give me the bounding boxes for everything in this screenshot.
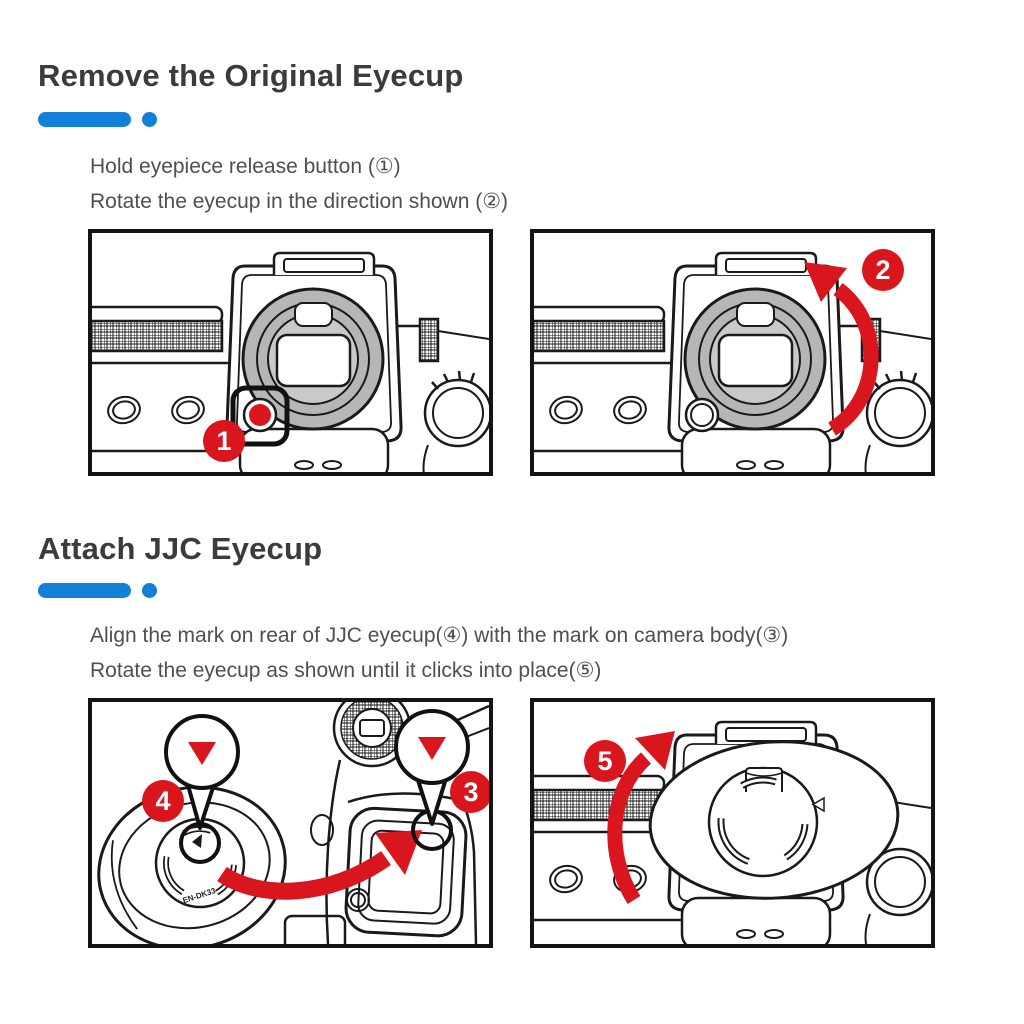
step-badge-3: 3 [450,771,489,813]
jjc-eyecup-attached-icon [648,740,900,900]
eyecup-attached-illustration [534,720,931,944]
body-mark-callout [394,709,470,826]
step-badge-2: 2 [862,249,904,291]
figure-step-3-4-align-marks: EN-DK33 4 3 [88,698,493,948]
release-button-highlight-box [230,385,290,447]
section-title-remove: Remove the Original Eyecup [38,58,464,93]
accent-dot [142,583,157,598]
accent-divider [38,583,157,598]
instruction-line: Align the mark on rear of JJC eyecup(④) … [90,624,789,647]
figure-step-2-rotate-eyecup: 2 [530,229,935,476]
callout-triangle-icon [418,737,446,760]
eyecup-mark-callout [164,714,240,830]
step-badge-1: 1 [203,420,245,462]
camera-back-illustration [534,251,931,472]
section-title-attach: Attach JJC Eyecup [38,531,323,566]
accent-dot [142,112,157,127]
step-badge-5: 5 [584,740,626,782]
align-marks-illustration: EN-DK33 [97,702,489,944]
rotate-arrow-icon [607,731,675,904]
instructions-attach: Align the mark on rear of JJC eyecup(④) … [90,618,788,688]
instruction-line: Hold eyepiece release button (①) [90,155,401,178]
instruction-line: Rotate the eyecup in the direction shown… [90,190,509,213]
align-arrow-icon [217,830,422,900]
step-badge-4: 4 [142,780,184,822]
instruction-line: Rotate the eyecup as shown until it clic… [90,659,602,682]
figure-step-1-press-release-button: 1 [88,229,493,476]
accent-bar [38,112,131,127]
figure-step-5-rotate-to-lock: 5 [530,698,935,948]
rotate-arrow-icon [804,262,879,436]
callout-triangle-icon [188,742,216,765]
accent-bar [38,583,131,598]
accent-divider [38,112,157,127]
camera-back-illustration [92,251,489,472]
instructions-remove: Hold eyepiece release button (①) Rotate … [90,149,508,219]
